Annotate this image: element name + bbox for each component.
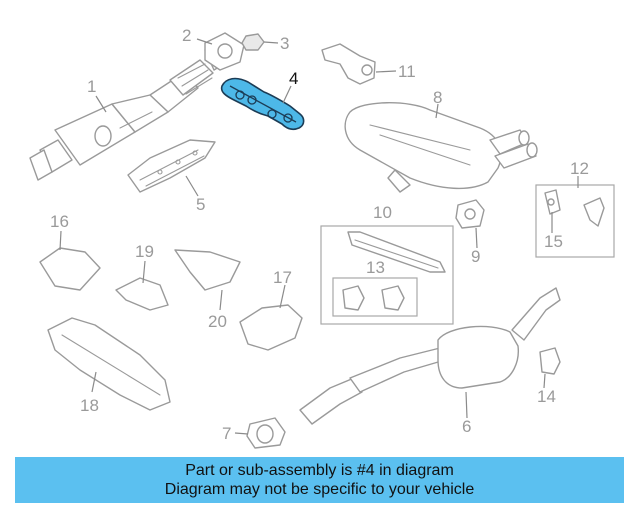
callout-18[interactable]: 18 — [80, 396, 99, 415]
part-11-hanger[interactable] — [321, 43, 376, 85]
callout-labels: 1 2 3 4 5 6 7 8 9 10 11 12 13 14 15 16 1… — [50, 26, 589, 443]
info-banner: Part or sub-assembly is #4 in diagram Di… — [15, 457, 624, 503]
callout-3[interactable]: 3 — [280, 34, 289, 53]
callout-15[interactable]: 15 — [544, 232, 563, 251]
part-18-heat-shield[interactable] — [47, 317, 171, 411]
callout-20[interactable]: 20 — [208, 312, 227, 331]
callout-5[interactable]: 5 — [196, 195, 205, 214]
part-1-catalytic-converter[interactable] — [29, 39, 231, 181]
part-14-rubber-hanger[interactable] — [539, 347, 561, 375]
callout-17[interactable]: 17 — [273, 268, 292, 287]
callout-6[interactable]: 6 — [462, 417, 471, 436]
part-12-hanger-kit[interactable] — [535, 184, 615, 258]
part-3-nut[interactable] — [241, 33, 265, 51]
part-6-intermediate-pipe[interactable] — [299, 287, 561, 425]
callout-2[interactable]: 2 — [182, 26, 191, 45]
part-19-heat-shield[interactable] — [115, 277, 169, 311]
part-8-rear-muffler[interactable] — [344, 102, 538, 193]
part-20-heat-shield[interactable] — [174, 249, 241, 291]
part-9-rubber-hanger[interactable] — [455, 199, 485, 229]
banner-line-disclaimer: Diagram may not be specific to your vehi… — [164, 481, 475, 498]
part-2-gasket[interactable] — [204, 32, 245, 71]
part-17-heat-shield[interactable] — [239, 304, 303, 351]
callout-13[interactable]: 13 — [366, 258, 385, 277]
part-5-heat-shield[interactable] — [127, 139, 216, 193]
callout-10[interactable]: 10 — [373, 203, 392, 222]
exploded-parts-diagram: 1 2 3 4 5 6 7 8 9 10 11 12 13 14 15 16 1… — [29, 26, 615, 449]
banner-line-part-reference: Part or sub-assembly is #4 in diagram — [185, 462, 454, 479]
callout-11[interactable]: 11 — [398, 62, 416, 81]
callout-7[interactable]: 7 — [222, 424, 231, 443]
part-16-heat-shield[interactable] — [39, 247, 101, 291]
callout-9[interactable]: 9 — [471, 247, 480, 266]
part-4-bracket-highlighted[interactable] — [220, 77, 305, 131]
callout-19[interactable]: 19 — [135, 242, 154, 261]
callout-16[interactable]: 16 — [50, 212, 69, 231]
callout-4-highlighted[interactable]: 4 — [289, 69, 298, 88]
callout-leaders — [59, 38, 579, 435]
callout-14[interactable]: 14 — [537, 387, 556, 406]
callout-12[interactable]: 12 — [570, 159, 589, 178]
part-7-clamp[interactable] — [246, 417, 286, 449]
part-13-insulators[interactable] — [332, 277, 418, 317]
callout-1[interactable]: 1 — [87, 77, 96, 96]
callout-8[interactable]: 8 — [433, 88, 442, 107]
part-10-hanger-bracket-assembly[interactable] — [320, 225, 454, 325]
